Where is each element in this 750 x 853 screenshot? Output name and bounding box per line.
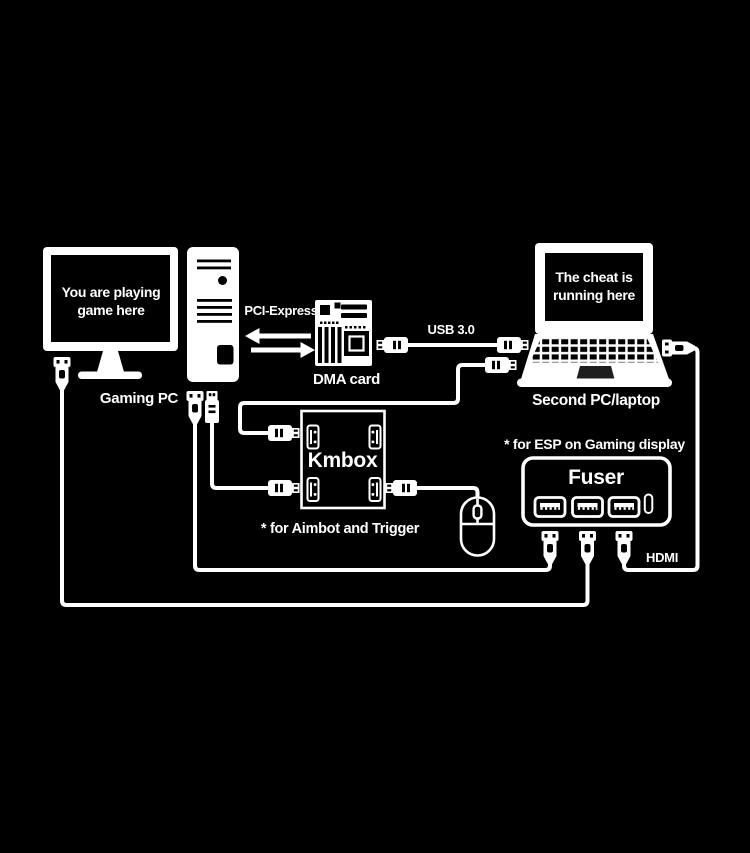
hdmi-port-icon [571, 496, 604, 518]
usb3-label: USB 3.0 [427, 322, 475, 337]
laptop-icon [517, 243, 672, 387]
usb-port-icon [306, 477, 320, 502]
usb-plug-icon [385, 480, 417, 496]
kmbox-box [300, 409, 386, 510]
arrow-right-icon [251, 342, 315, 358]
kmbox-label: Kmbox [307, 449, 378, 472]
cable-laptop-to-fuser-hdmi [622, 346, 700, 572]
monitor-screen-text: You are playing game here [61, 284, 161, 318]
hdmi-port-icon [607, 496, 641, 518]
esp-note: * for ESP on Gaming display [504, 436, 685, 452]
laptop-screen-text: The cheat is running here [553, 269, 635, 303]
usb-c-port-icon [643, 493, 654, 514]
gaming-pc-label: Gaming PC [99, 390, 179, 407]
hdmi-plug-icon [541, 531, 559, 564]
hdmi-plug-icon [615, 531, 633, 564]
usb-plug-icon [268, 480, 300, 496]
fuser-box [521, 456, 672, 527]
usb-plug-icon [485, 357, 517, 373]
hdmi-plug-icon [579, 531, 596, 564]
usb-port-icon [306, 424, 320, 450]
usb-plug-icon [497, 337, 529, 353]
pci-express-label: PCI-Express [244, 303, 318, 318]
second-pc-label: Second PC/laptop [532, 392, 660, 409]
mouse-icon [459, 496, 496, 557]
usb-plug-icon [376, 337, 408, 353]
fuser-label: Fuser [568, 466, 624, 489]
hdmi-label: HDMI [645, 550, 679, 565]
dma-card-label: DMA card [312, 371, 381, 388]
cable-laptop-to-kmbox-usb [238, 363, 485, 435]
usb-port-icon [368, 477, 382, 502]
hdmi-port-icon [533, 496, 567, 518]
pc-tower-icon [187, 247, 239, 382]
usb-plug-icon [268, 425, 300, 441]
monitor-icon [43, 247, 178, 379]
usb-stick-icon [205, 391, 219, 423]
aimbot-note: * for Aimbot and Trigger [260, 521, 420, 537]
cable-gamingpc-to-fuser [193, 420, 552, 572]
arrow-left-icon [245, 328, 311, 344]
cable-display-to-fuser [60, 386, 590, 607]
usb-port-icon [368, 424, 382, 450]
cable-gamingpc-usb-to-kmbox [210, 420, 268, 490]
hdmi-plug-icon [53, 357, 71, 390]
motherboard-icon [315, 300, 372, 366]
hdmi-plug-icon [662, 339, 695, 357]
cable-kmbox-to-mouse [417, 486, 480, 500]
